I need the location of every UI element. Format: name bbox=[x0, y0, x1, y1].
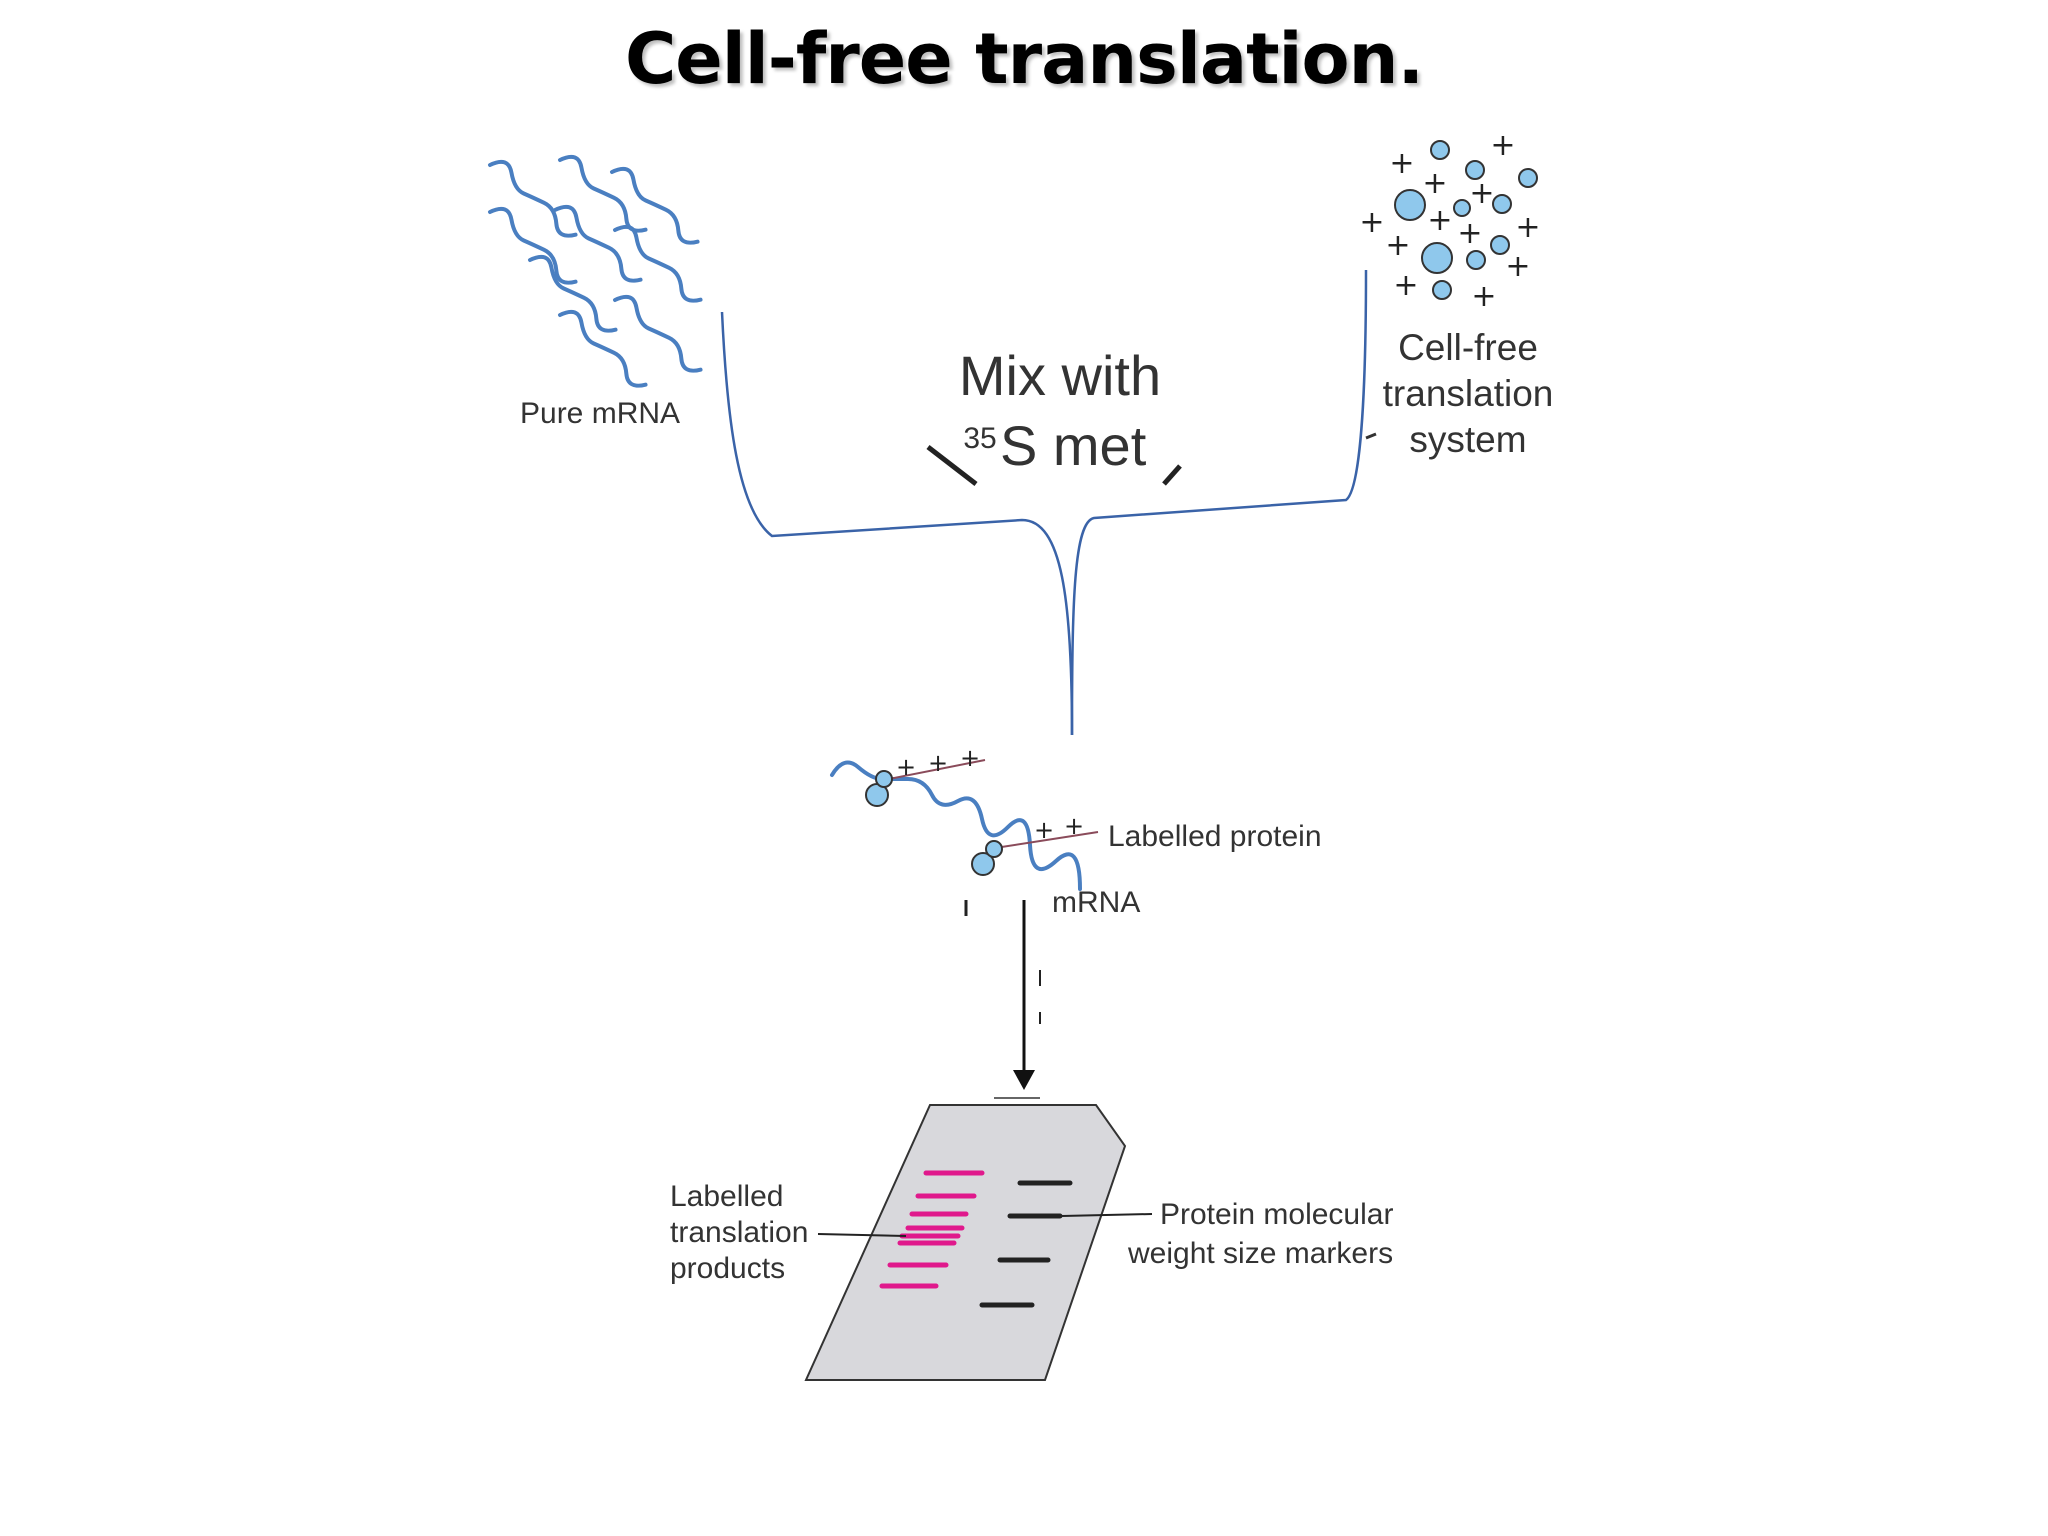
svg-text:+: + bbox=[960, 744, 980, 772]
products-line-2: translation bbox=[670, 1216, 808, 1249]
products-leader-line bbox=[817, 1233, 907, 1237]
mix-line-2: S met bbox=[1000, 414, 1147, 477]
products-line-1: Labelled bbox=[670, 1180, 783, 1213]
svg-text:+: + bbox=[1505, 249, 1530, 284]
labelled-protein-label: Labelled protein bbox=[1108, 820, 1322, 853]
mix-line-1: Mix with bbox=[959, 344, 1161, 407]
svg-text:+: + bbox=[1064, 812, 1084, 840]
svg-text:+: + bbox=[1471, 279, 1496, 314]
svg-text:+: + bbox=[1034, 816, 1054, 844]
label-tick bbox=[1365, 432, 1377, 440]
cell-free-system-label: Cell-free translation system bbox=[1383, 327, 1554, 460]
combine-bracket bbox=[1070, 269, 1368, 736]
product-bands bbox=[879, 1170, 985, 1289]
svg-text:+: + bbox=[1457, 216, 1482, 251]
svg-text:+: + bbox=[1385, 228, 1410, 263]
svg-text:+: + bbox=[1359, 205, 1384, 240]
products-line-3: products bbox=[670, 1252, 785, 1285]
mix-superscript: 35 bbox=[963, 422, 996, 455]
cell-free-line-3: system bbox=[1409, 419, 1526, 460]
products-label: Labelled translation products bbox=[670, 1180, 808, 1285]
page-title: Cell-free translation. bbox=[624, 18, 1424, 100]
svg-text:+: + bbox=[928, 749, 948, 777]
combine-bracket bbox=[720, 311, 1074, 736]
markers-line-1: Protein molecular bbox=[1160, 1198, 1393, 1231]
svg-text:+: + bbox=[1427, 203, 1452, 238]
svg-text:+: + bbox=[1515, 210, 1540, 245]
mrna-label: mRNA bbox=[1052, 886, 1140, 919]
markers-line-2: weight size markers bbox=[1127, 1237, 1393, 1270]
markers-label: Protein molecular weight size markers bbox=[1127, 1198, 1393, 1270]
svg-text:+: + bbox=[1490, 128, 1515, 163]
pure-mrna-label: Pure mRNA bbox=[520, 397, 680, 430]
svg-text:+: + bbox=[1393, 268, 1418, 303]
cell-free-line-1: Cell-free bbox=[1398, 327, 1538, 368]
ribosome-icon bbox=[865, 770, 1003, 876]
marker-bands bbox=[979, 1180, 1073, 1308]
amino-acid-icons: + + + + + bbox=[896, 744, 1084, 844]
cell-free-system-icon: + + + + + + + + + + + + bbox=[1359, 128, 1540, 314]
svg-text:+: + bbox=[1389, 146, 1414, 181]
mrna-strands-icon bbox=[488, 154, 703, 388]
cell-free-line-2: translation bbox=[1383, 373, 1554, 414]
translation-scene: + + + + + Labelled protein mRNA bbox=[830, 744, 1322, 1024]
svg-text:+: + bbox=[1422, 166, 1447, 201]
down-arrow-icon bbox=[994, 900, 1040, 1099]
gel-slab-icon bbox=[804, 1104, 1127, 1381]
markers-leader-line bbox=[1061, 1213, 1153, 1217]
svg-text:+: + bbox=[896, 753, 916, 781]
mix-label: Mix with 35 S met bbox=[926, 344, 1182, 486]
svg-text:+: + bbox=[1469, 176, 1494, 211]
